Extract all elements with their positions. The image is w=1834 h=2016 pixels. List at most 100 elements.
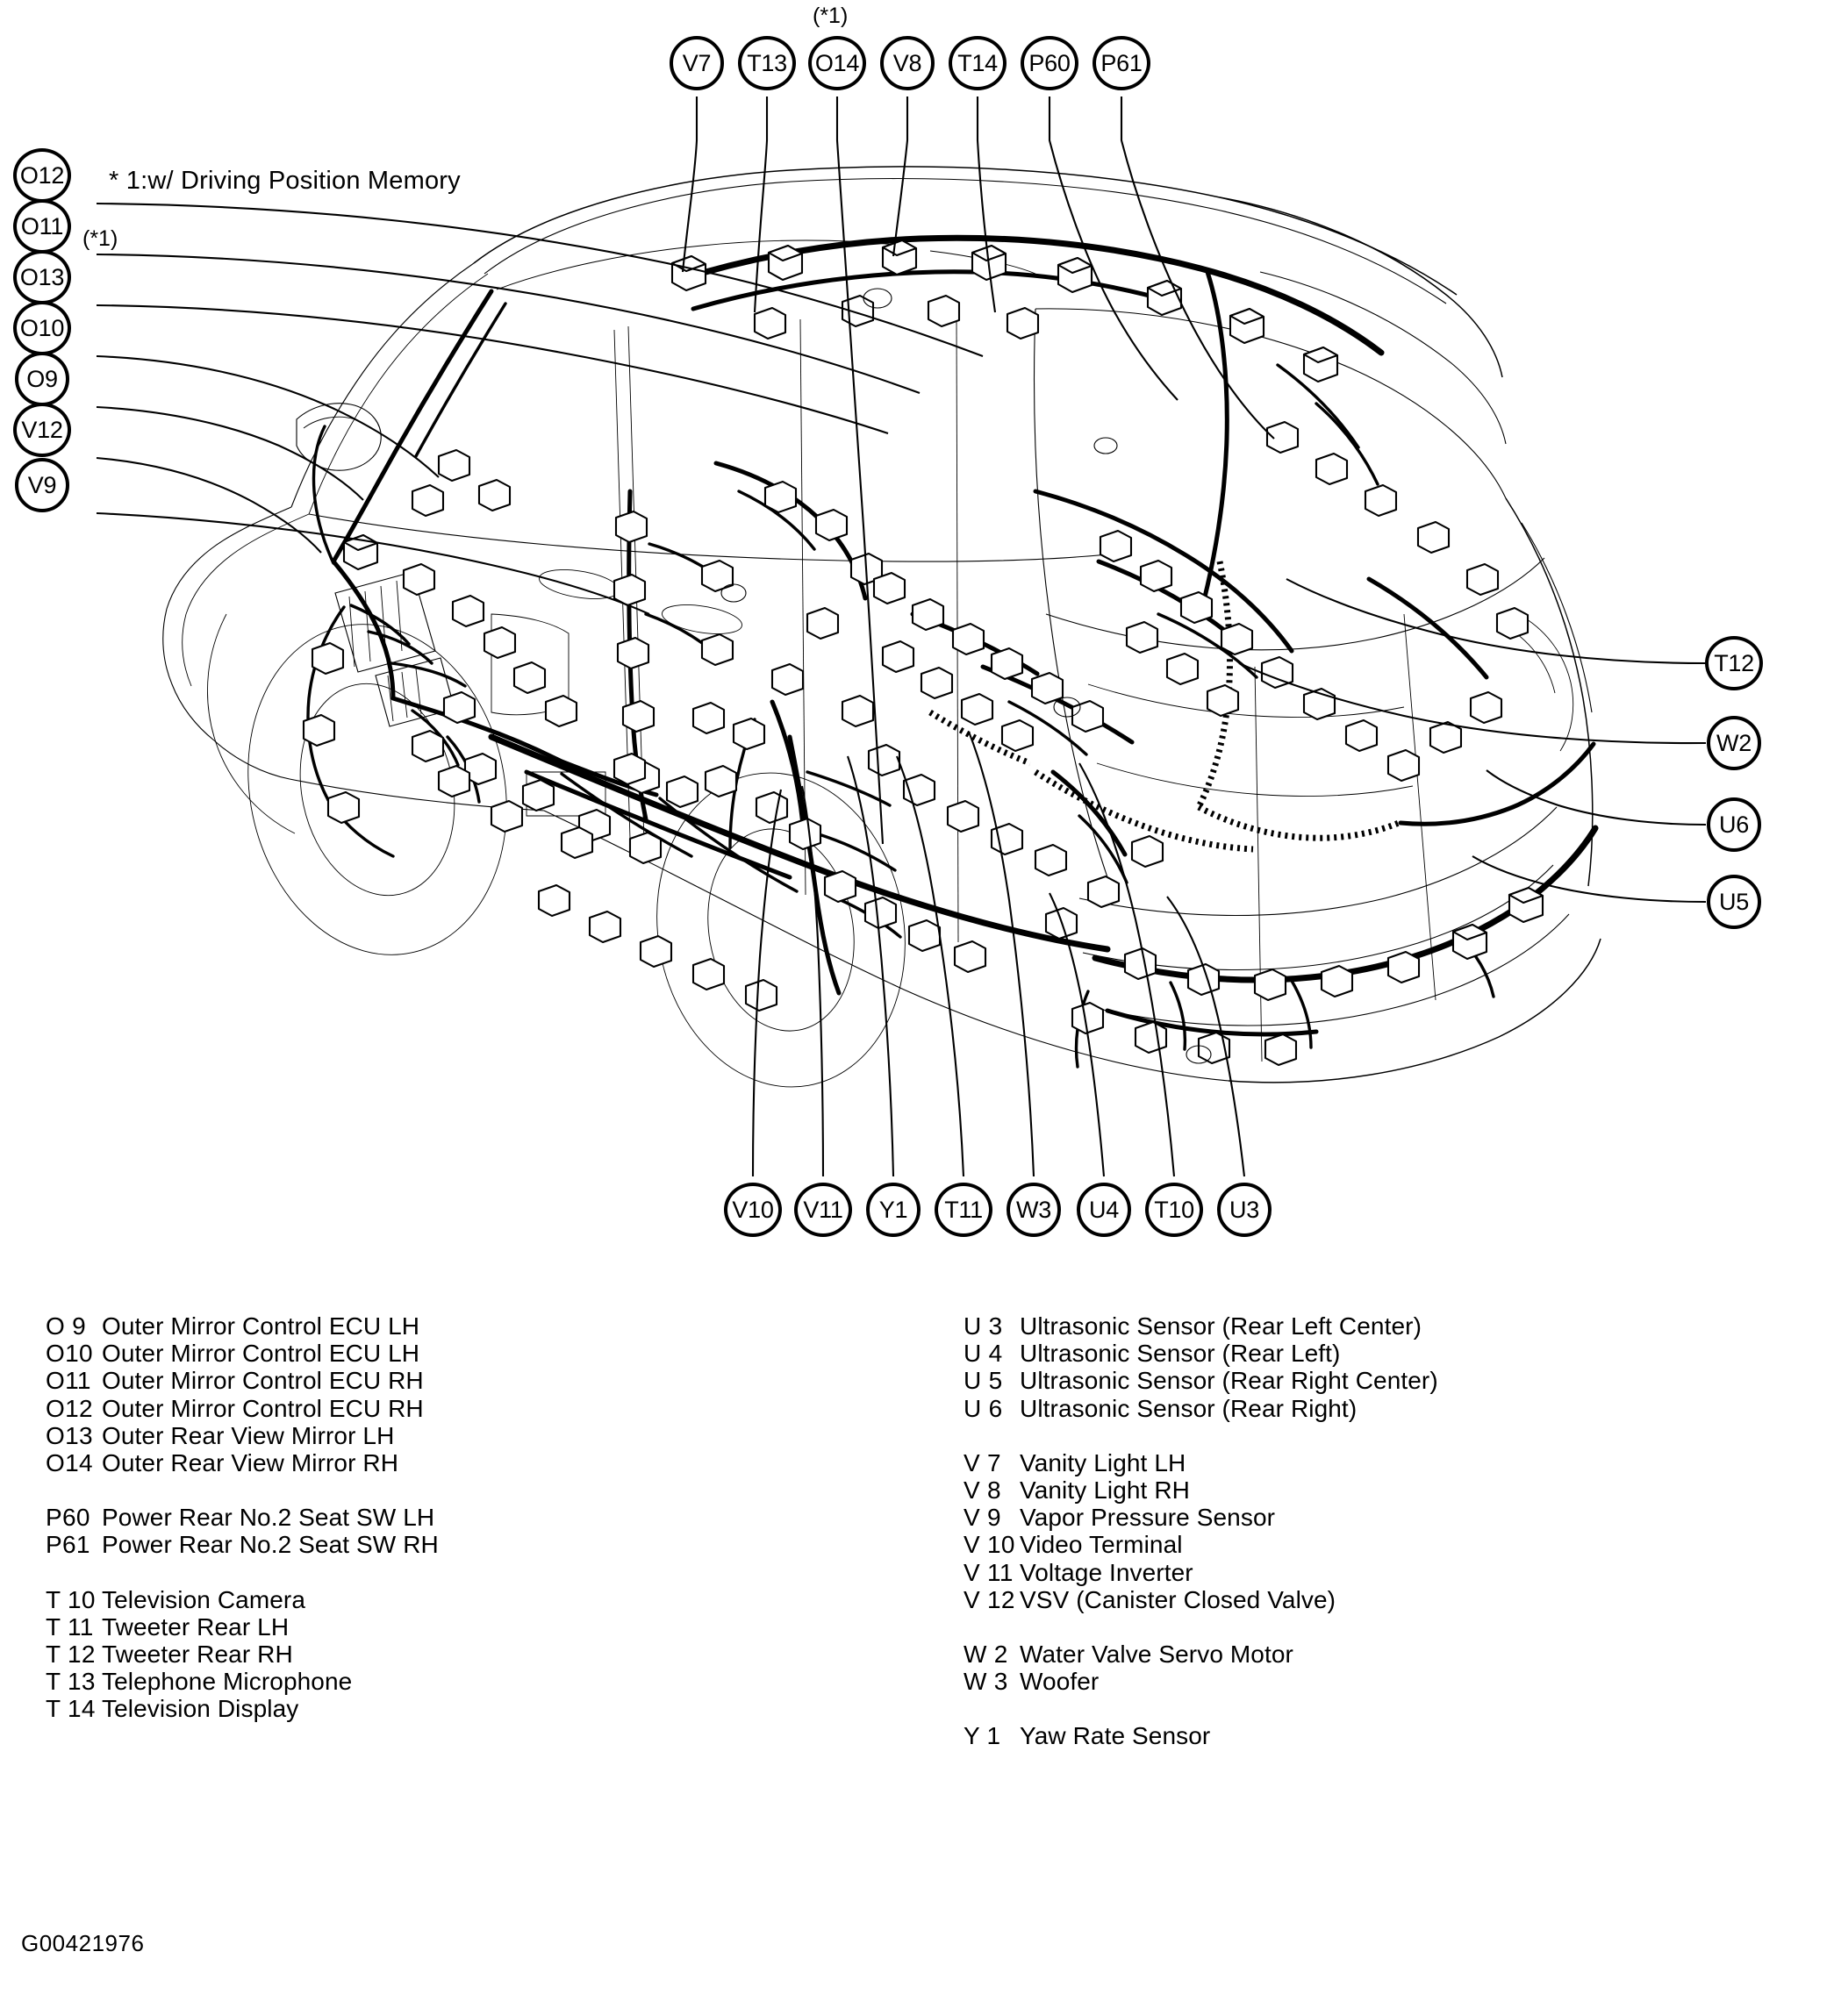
callout-v8[interactable]: V8 [880, 36, 935, 90]
callout-p60[interactable]: P60 [1021, 36, 1078, 90]
callout-o12[interactable]: O12 [13, 148, 71, 203]
legend-description: Vapor Pressure Sensor [1020, 1504, 1276, 1532]
callout-v12[interactable]: V12 [13, 403, 71, 457]
callout-w2[interactable]: W2 [1707, 716, 1761, 770]
callout-t14[interactable]: T14 [949, 36, 1007, 90]
footnote-driving-position-memory: * 1:w/ Driving Position Memory [109, 167, 461, 195]
legend-code: O11 [46, 1367, 91, 1395]
callout-o14[interactable]: O14 [808, 36, 866, 90]
legend-code: W 2 [964, 1640, 1008, 1668]
legend-code: T 11 [46, 1612, 94, 1641]
callout-t10[interactable]: T10 [1145, 1183, 1203, 1237]
legend-code: U 4 [964, 1340, 1003, 1368]
legend-code: U 6 [964, 1394, 1003, 1422]
legend-row: O14 Outer Rear View Mirror RH [46, 1449, 439, 1476]
legend-code: V 8 [964, 1476, 1001, 1504]
legend-group-spacer [964, 1695, 1438, 1722]
legend-description: Outer Rear View Mirror RH [102, 1448, 399, 1476]
legend-row: W 2 Water Valve Servo Motor [964, 1641, 1438, 1668]
legend-code: V 10 [964, 1531, 1015, 1559]
legend-description: Tweeter Rear LH [102, 1612, 290, 1641]
legend-description: Ultrasonic Sensor (Rear Left Center) [1020, 1312, 1422, 1340]
callout-t12[interactable]: T12 [1705, 636, 1763, 690]
callout-u4[interactable]: U4 [1077, 1183, 1131, 1237]
legend-description: Tweeter Rear RH [102, 1640, 293, 1668]
legend-code: O10 [46, 1340, 93, 1368]
legend-description: Outer Mirror Control ECU LH [102, 1340, 420, 1368]
legend-description: Power Rear No.2 Seat SW LH [102, 1504, 435, 1532]
legend-row: U 3 Ultrasonic Sensor (Rear Left Center) [964, 1312, 1438, 1340]
legend-row: O11 Outer Mirror Control ECU RH [46, 1367, 439, 1394]
callout-u5[interactable]: U5 [1707, 875, 1761, 929]
callout-y1[interactable]: Y1 [866, 1183, 921, 1237]
callout-o10[interactable]: O10 [13, 301, 71, 355]
callout-v7[interactable]: V7 [670, 36, 724, 90]
legend-description: Video Terminal [1020, 1531, 1183, 1559]
legend-row: O13 Outer Rear View Mirror LH [46, 1422, 439, 1449]
legend-code: V 7 [964, 1448, 1001, 1476]
legend-code: O13 [46, 1421, 93, 1449]
legend-description: Voltage Inverter [1020, 1558, 1193, 1586]
callout-v11[interactable]: V11 [794, 1183, 852, 1237]
legend-row: V 7 Vanity Light LH [964, 1449, 1438, 1476]
legend-description: Outer Rear View Mirror LH [102, 1421, 395, 1449]
callout-v10[interactable]: V10 [724, 1183, 782, 1237]
callout-star-o13: (*1) [82, 226, 118, 251]
callout-w3[interactable]: W3 [1007, 1183, 1061, 1237]
legend-code: V 9 [964, 1504, 1001, 1532]
legend-description: Yaw Rate Sensor [1020, 1722, 1211, 1750]
legend-row: P60 Power Rear No.2 Seat SW LH [46, 1504, 439, 1531]
legend-code: T 13 [46, 1668, 96, 1696]
legend-code: P60 [46, 1504, 90, 1532]
legend-code: O14 [46, 1448, 93, 1476]
legend-description: Ultrasonic Sensor (Rear Right) [1020, 1394, 1358, 1422]
legend-code: U 5 [964, 1367, 1003, 1395]
legend-row: O 9 Outer Mirror Control ECU LH [46, 1312, 439, 1340]
legend-code: V 11 [964, 1558, 1014, 1586]
legend-row: T 11 Tweeter Rear LH [46, 1613, 439, 1641]
callout-leader-lines [96, 97, 1707, 1177]
callout-o13[interactable]: O13 [13, 250, 71, 304]
legend-code: T 14 [46, 1695, 96, 1723]
legend-row: O10 Outer Mirror Control ECU LH [46, 1340, 439, 1367]
legend-description: Vanity Light LH [1020, 1448, 1186, 1476]
legend-code: P61 [46, 1531, 90, 1559]
callout-t11[interactable]: T11 [935, 1183, 992, 1237]
legend-code: O 9 [46, 1312, 87, 1340]
legend-description: Outer Mirror Control ECU LH [102, 1312, 420, 1340]
legend-description: Power Rear No.2 Seat SW RH [102, 1531, 439, 1559]
callout-p61[interactable]: P61 [1093, 36, 1150, 90]
legend-description: Water Valve Servo Motor [1020, 1640, 1293, 1668]
callout-o11[interactable]: O11 [13, 199, 71, 254]
legend-code: U 3 [964, 1312, 1003, 1340]
callout-t13[interactable]: T13 [738, 36, 796, 90]
legend-description: Outer Mirror Control ECU RH [102, 1367, 424, 1395]
callout-u3[interactable]: U3 [1217, 1183, 1272, 1237]
legend-description: Vanity Light RH [1020, 1476, 1190, 1504]
legend-code: T 12 [46, 1640, 96, 1668]
legend-description: Television Display [102, 1695, 299, 1723]
legend-group-spacer [964, 1422, 1438, 1449]
legend-row: P61 Power Rear No.2 Seat SW RH [46, 1531, 439, 1558]
legend-code: V 12 [964, 1585, 1015, 1613]
callout-u6[interactable]: U6 [1707, 797, 1761, 852]
legend-code: W 3 [964, 1668, 1008, 1696]
callout-v9[interactable]: V9 [15, 458, 69, 512]
legend-description: Woofer [1020, 1668, 1100, 1696]
legend-code: T 10 [46, 1585, 96, 1613]
callout-o9[interactable]: O9 [15, 352, 69, 406]
